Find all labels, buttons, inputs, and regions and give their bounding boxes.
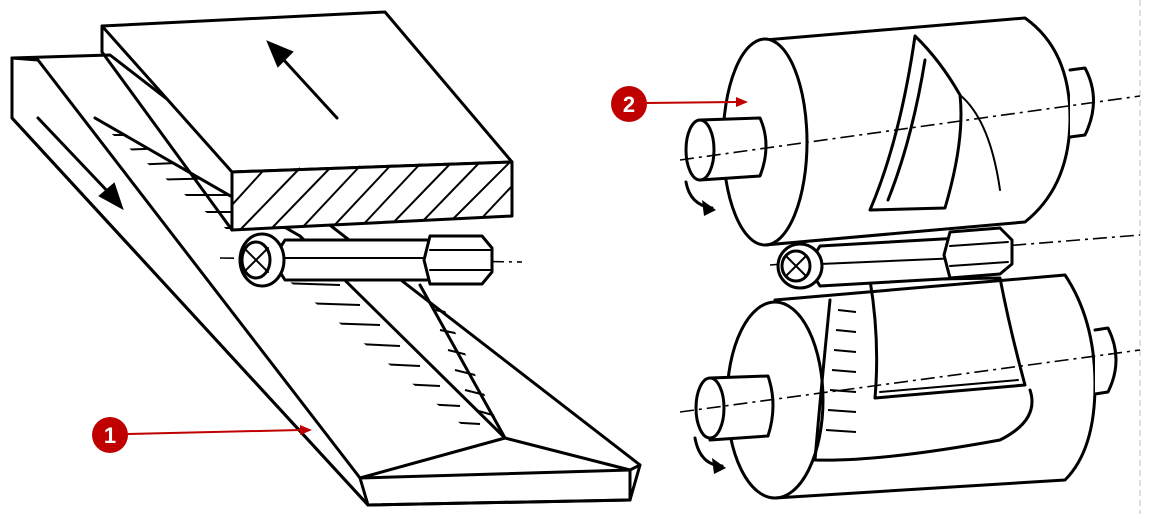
- callout-1-badge: [92, 417, 128, 453]
- callout-2-badge: [611, 86, 647, 122]
- up-arrow-icon: [266, 40, 294, 68]
- callout-2: 2: [611, 86, 748, 122]
- bolt-right: [769, 226, 1141, 290]
- down-arrow-icon: [98, 182, 124, 211]
- upper-roller: [679, 16, 1141, 247]
- callout-2-arrowhead-icon: [736, 97, 748, 107]
- bolt-left: [219, 232, 523, 288]
- lower-roller: [679, 273, 1141, 500]
- upper-block: [100, 10, 514, 232]
- callout-2-leader: [645, 101, 737, 104]
- cut-face-hatching: [232, 159, 512, 230]
- flat-plates-illustration: [10, 10, 642, 507]
- callout-1-leader: [127, 429, 301, 435]
- callout-1-arrowhead-icon: [300, 425, 312, 435]
- rollers-illustration: [679, 16, 1141, 500]
- callout-1: 1: [92, 417, 312, 453]
- callout-1-label: 1: [104, 423, 116, 448]
- callout-2-label: 2: [623, 92, 635, 117]
